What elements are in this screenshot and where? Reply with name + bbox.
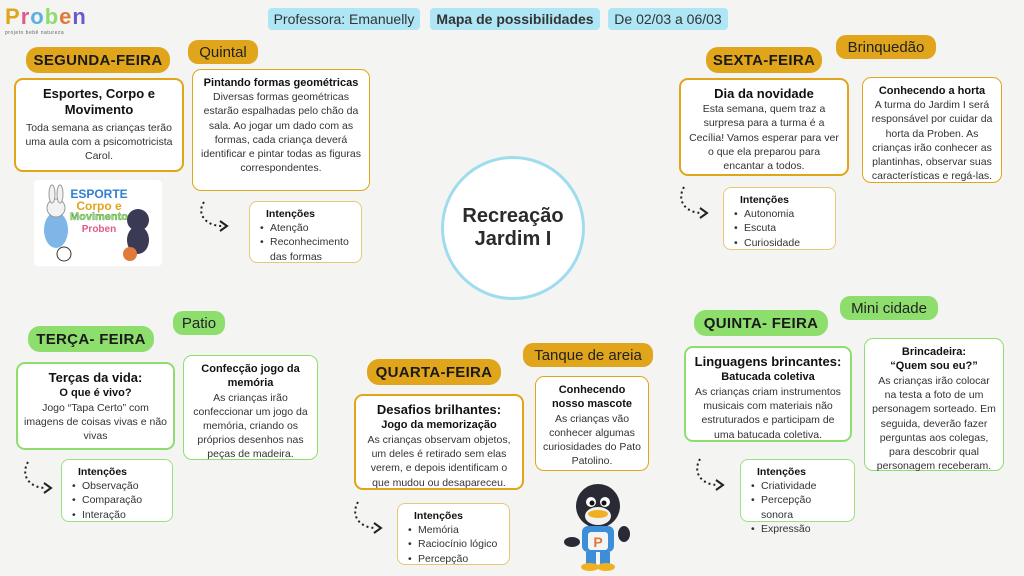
friday-intentions: Intenções Autonomia Escuta Curiosidade bbox=[723, 187, 836, 250]
intention-item: Observação bbox=[70, 479, 164, 493]
monday-card-shapes: Pintando formas geométricas Diversas for… bbox=[192, 69, 370, 191]
wednesday-day-label: QUARTA-FEIRA bbox=[367, 359, 501, 385]
logo-letter: r bbox=[20, 4, 31, 29]
card-text: As crianças irão colocar na testa a foto… bbox=[872, 375, 996, 473]
thursday-intentions: Intenções Criatividade Percepção sonora … bbox=[740, 459, 855, 536]
intentions-title: Intenções bbox=[414, 510, 464, 522]
friday-card-garden: Conhecendo a horta A turma do Jardim I s… bbox=[862, 77, 1002, 183]
intention-item: Atenção bbox=[258, 221, 353, 235]
intention-item: Percepção bbox=[406, 552, 501, 566]
thursday-day-label: QUINTA- FEIRA bbox=[694, 310, 828, 336]
tuesday-dotted-arrow bbox=[24, 461, 53, 494]
card-text: As crianças observam objetos, um deles é… bbox=[367, 434, 511, 489]
intention-item: Memória bbox=[406, 523, 501, 537]
wednesday-intentions: Intenções Memória Raciocínio lógico Perc… bbox=[397, 503, 510, 566]
teacher-pill: Professora: Emanuelly bbox=[268, 8, 420, 30]
logo-letter: e bbox=[59, 4, 73, 29]
logo-letter: b bbox=[44, 4, 60, 29]
dates-pill: De 02/03 a 06/03 bbox=[608, 8, 728, 30]
card-title: Desafios brilhantes: bbox=[376, 402, 502, 417]
intention-item: Expressão bbox=[749, 522, 846, 536]
card-subtitle: “Quem sou eu?” bbox=[890, 360, 978, 373]
card-subtitle: O que é vivo? bbox=[59, 387, 132, 400]
logo-subtitle: projeto bebê natureza bbox=[5, 30, 65, 36]
card-title: Esportes, Corpo e Movimento bbox=[43, 86, 155, 118]
friday-dotted-arrow bbox=[680, 186, 709, 219]
tuesday-card-memory-game: Confecção jogo da memória As crianças ir… bbox=[183, 355, 318, 460]
monday-place-tag: Quintal bbox=[188, 40, 258, 64]
friday-day-label: SEXTA-FEIRA bbox=[706, 47, 822, 73]
intentions-title: Intenções bbox=[266, 208, 316, 220]
tuesday-day-label: TERÇA- FEIRA bbox=[28, 326, 154, 352]
intention-item: Reconhecimento das formas bbox=[258, 235, 353, 263]
intentions-title: Intenções bbox=[78, 466, 128, 478]
title-pill: Mapa de possibilidades bbox=[430, 8, 600, 30]
logo-word: Proben bbox=[5, 4, 87, 30]
card-text: A turma do Jardim I será responsável por… bbox=[871, 99, 993, 183]
card-text: Diversas formas geométricas estarão espa… bbox=[201, 91, 361, 175]
thursday-card-who-am-i: Brincadeira: “Quem sou eu?” As crianças … bbox=[864, 338, 1004, 473]
logo-letter: o bbox=[30, 4, 45, 29]
center-circle: Recreação Jardim I bbox=[441, 156, 585, 300]
monday-day-label: SEGUNDA-FEIRA bbox=[26, 47, 170, 73]
tuesday-place-tag: Patio bbox=[173, 311, 225, 335]
logo-letter: n bbox=[72, 4, 87, 29]
intention-item: Autonomia bbox=[732, 207, 827, 221]
friday-card-novelty: Dia da novidade Esta semana, quem traz a… bbox=[679, 78, 849, 176]
tuesday-intentions: Intenções Observação Comparação Interaçã… bbox=[61, 459, 173, 522]
card-subtitle: Batucada coletiva bbox=[721, 371, 815, 384]
intentions-title: Intenções bbox=[740, 194, 790, 206]
tuesday-card-life: Terças da vida: O que é vivo? Jogo “Tapa… bbox=[16, 362, 175, 450]
friday-place-tag: Brinquedão bbox=[836, 35, 936, 59]
card-title: Conhecendo a horta bbox=[878, 85, 986, 97]
logo-letter: P bbox=[5, 4, 21, 29]
intention-item: Raciocínio lógico bbox=[406, 537, 501, 551]
intention-item: Criatividade bbox=[749, 479, 846, 493]
wednesday-card-mascot: Conhecendo nosso mascote As crianças vão… bbox=[535, 376, 649, 471]
card-title: Terças da vida: bbox=[48, 370, 143, 385]
card-text: Jogo “Tapa Certo” com imagens de coisas … bbox=[24, 402, 167, 443]
center-title-line1: Recreação bbox=[462, 205, 564, 227]
sports-illustration: ESPORTE Corpo e Movimento Proben bbox=[34, 180, 162, 266]
card-text: As crianças vão conhecer algumas curiosi… bbox=[542, 412, 642, 468]
center-title-line2: Jardim I bbox=[474, 228, 552, 250]
intention-item: Percepção sonora bbox=[749, 493, 846, 521]
card-title: Pintando formas geométricas bbox=[203, 77, 359, 89]
mascot-duck-illustration: P bbox=[552, 476, 644, 572]
intention-item: Interação bbox=[70, 508, 164, 522]
monday-intentions: Intenções Atenção Reconhecimento das for… bbox=[249, 201, 362, 263]
intention-item: Curiosidade bbox=[732, 236, 827, 250]
card-title: Brincadeira: bbox=[901, 346, 967, 358]
card-title: Dia da novidade bbox=[714, 86, 814, 101]
monday-dotted-arrow bbox=[200, 201, 229, 232]
card-subtitle: Jogo da memorização bbox=[381, 419, 497, 432]
card-text: As crianças criam instrumentos musicais … bbox=[695, 386, 841, 441]
card-title: Confecção jogo da memória bbox=[201, 363, 300, 390]
wednesday-place-tag: Tanque de areia bbox=[523, 343, 653, 367]
card-title: Conhecendo nosso mascote bbox=[551, 384, 633, 411]
thursday-dotted-arrow bbox=[696, 458, 725, 491]
thursday-place-tag: Mini cidade bbox=[840, 296, 938, 320]
card-title: Linguagens brincantes: bbox=[694, 354, 842, 369]
monday-card-sports: Esportes, Corpo e Movimento Toda semana … bbox=[14, 78, 184, 172]
card-text: Toda semana as crianças terão uma aula c… bbox=[25, 121, 173, 162]
card-text: Esta semana, quem traz a surpresa para a… bbox=[689, 103, 839, 172]
wednesday-card-challenges: Desafios brilhantes: Jogo da memorização… bbox=[354, 394, 524, 490]
illustration-text: ESPORTE Corpo e Movimento Proben bbox=[69, 187, 129, 235]
wednesday-dotted-arrow bbox=[354, 501, 383, 534]
svg-text:P: P bbox=[593, 534, 602, 550]
intention-item: Comparação bbox=[70, 493, 164, 507]
proben-logo: Proben projeto bebê natureza bbox=[5, 4, 87, 36]
thursday-card-music: Linguagens brincantes: Batucada coletiva… bbox=[684, 346, 852, 442]
intention-item: Escuta bbox=[732, 221, 827, 235]
card-text: As crianças irão confeccionar um jogo da… bbox=[193, 391, 308, 461]
intentions-title: Intenções bbox=[757, 466, 807, 478]
